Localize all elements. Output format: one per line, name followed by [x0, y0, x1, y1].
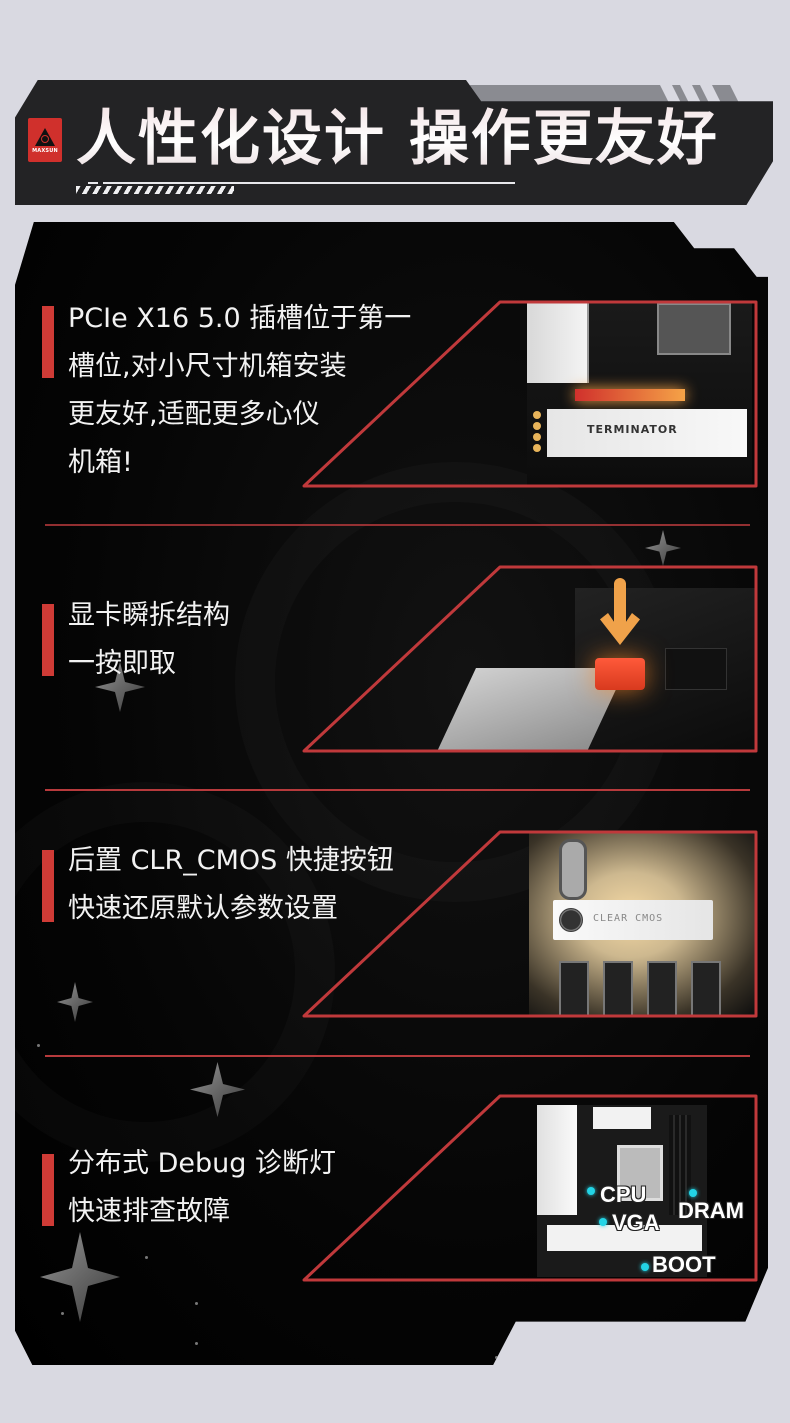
- feature-image-frame: [302, 565, 758, 753]
- dust-dot: [37, 1044, 40, 1047]
- banner-stripe-decoration: [660, 85, 750, 105]
- feature-image: CLEAR CMOS: [305, 833, 755, 1015]
- board-label: TERMINATOR: [587, 423, 678, 436]
- usb-c-port: [559, 839, 587, 900]
- feature-image-frame: CLEAR CMOS: [302, 830, 758, 1018]
- section-divider: [45, 1055, 750, 1057]
- dust-dot: [61, 1312, 64, 1315]
- motherboard-debug-image: [537, 1105, 707, 1277]
- usb-ports: [559, 961, 721, 1015]
- quick-release-button-image: [595, 658, 645, 690]
- star-decoration-icon: [40, 1232, 120, 1322]
- dust-dot: [195, 1342, 198, 1345]
- cpu-led-indicator: [587, 1187, 595, 1195]
- frame-outline: [302, 565, 758, 753]
- rear-io-image: CLEAR CMOS: [529, 833, 755, 1015]
- pcie-slot-highlight: [575, 389, 685, 401]
- dust-dot: [495, 1356, 498, 1359]
- dust-dot: [195, 1302, 198, 1305]
- feature-image: [305, 568, 755, 750]
- frame-outline: [302, 1094, 758, 1282]
- feature-image: [305, 1097, 755, 1279]
- feature-description: PCIe X16 5.0 插槽位于第一 槽位,对小尺寸机箱安装 更友好,适配更多…: [68, 303, 412, 478]
- feature-image: TERMINATOR: [305, 303, 755, 485]
- frame-outline: [302, 830, 758, 1018]
- clear-cmos-label: CLEAR CMOS: [593, 913, 664, 924]
- section-divider: [45, 789, 750, 791]
- page-title: 人性化设计 操作更友好: [76, 104, 719, 174]
- dust-dot: [145, 1256, 148, 1259]
- boot-label: BOOT: [652, 1252, 716, 1277]
- star-decoration-icon: [645, 530, 681, 566]
- brand-logo: MAXSUN: [28, 118, 62, 162]
- section-divider: [45, 524, 750, 526]
- cpu-label: CPU: [600, 1182, 647, 1207]
- feature-accent-bar: [42, 1154, 54, 1226]
- feature-image-frame: CPU VGA DRAM BOOT: [302, 1094, 758, 1282]
- dram-led-indicator: [689, 1189, 697, 1197]
- feature-accent-bar: [42, 306, 54, 378]
- feature-accent-bar: [42, 850, 54, 922]
- feature-description: 后置 CLR_CMOS 快捷按钮 快速还原默认参数设置: [68, 845, 394, 924]
- feature-image-frame: TERMINATOR: [302, 300, 758, 488]
- banner-underline: [103, 182, 515, 184]
- down-arrow-icon: [614, 578, 626, 633]
- frame-outline: [302, 300, 758, 488]
- boot-led-indicator: [641, 1263, 649, 1271]
- clear-cmos-button-image: [559, 908, 583, 932]
- feature-description: 分布式 Debug 诊断灯 快速排查故障: [68, 1148, 336, 1227]
- banner-underline-dash: [88, 182, 98, 184]
- banner-hatch-decoration: [76, 186, 234, 194]
- feature-accent-bar: [42, 604, 54, 676]
- dram-label: DRAM: [678, 1198, 744, 1223]
- vga-label: VGA: [612, 1210, 660, 1235]
- feature-description: 显卡瞬拆结构 一按即取: [68, 600, 230, 679]
- motherboard-pcie-image: TERMINATOR: [527, 303, 752, 485]
- brand-logo-text: MAXSUN: [32, 148, 58, 154]
- vga-led-indicator: [599, 1218, 607, 1226]
- brand-logo-icon: [35, 128, 55, 146]
